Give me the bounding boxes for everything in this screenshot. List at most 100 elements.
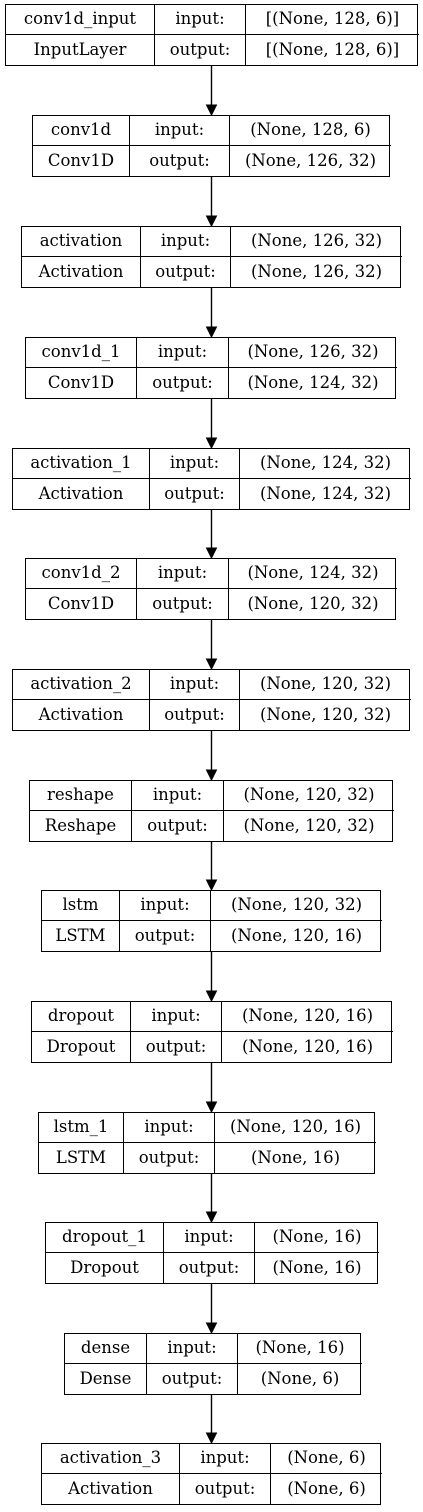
input-label: input: <box>120 891 211 921</box>
arrowhead-icon <box>205 1101 218 1114</box>
arrowhead-icon <box>205 1322 218 1335</box>
input-label: input: <box>155 5 246 35</box>
edge-arrow <box>205 1174 218 1224</box>
layer-name: dense <box>65 1334 147 1364</box>
input-label: input: <box>131 1002 222 1032</box>
layer-type: Activation <box>42 1474 180 1504</box>
input-label: input: <box>137 338 229 368</box>
output-label: output: <box>150 479 240 509</box>
layer-name: activation <box>22 227 141 257</box>
layer-name: dropout_1 <box>46 1223 164 1253</box>
arrowhead-icon <box>205 437 218 450</box>
output-shape: (None, 16) <box>272 1257 362 1277</box>
layer-name: conv1d <box>33 116 130 146</box>
output-label: output: <box>124 1143 215 1173</box>
input-shape: (None, 120, 32) <box>224 781 394 811</box>
output-shape: (None, 6) <box>287 1478 366 1498</box>
output-label: output: <box>137 368 229 398</box>
input-label: input: <box>130 116 230 146</box>
output-shape: [(None, 128, 6)] <box>265 39 400 59</box>
output-label: output: <box>132 811 224 841</box>
arrowhead-icon <box>205 990 218 1003</box>
edge-arrow <box>205 288 218 339</box>
output-shape: (None, 126, 32) <box>250 261 383 281</box>
input-label: input: <box>150 670 240 700</box>
input-label: input: <box>150 449 240 479</box>
layer-type: Conv1D <box>33 146 130 176</box>
input-label: input: <box>147 1334 238 1364</box>
input-shape: (None, 124, 32) <box>229 559 397 589</box>
output-label: output: <box>150 700 240 730</box>
input-label: input: <box>137 559 229 589</box>
layer-type: Dense <box>65 1364 147 1394</box>
layer-type: Activation <box>22 257 141 287</box>
arrowhead-icon <box>205 547 218 560</box>
output-label: output: <box>131 1032 222 1062</box>
layer-name: lstm_1 <box>39 1113 124 1143</box>
output-label: output: <box>164 1253 255 1283</box>
layer-type: Conv1D <box>26 589 137 619</box>
edge-arrow <box>205 1063 218 1114</box>
output-label: output: <box>120 921 211 951</box>
input-shape: (None, 16) <box>255 1223 379 1253</box>
layer-type: InputLayer <box>6 35 155 65</box>
arrowhead-icon <box>205 658 218 671</box>
input-shape: (None, 16) <box>238 1334 362 1364</box>
layer-name: conv1d_2 <box>26 559 137 589</box>
layer-name: activation_3 <box>42 1444 180 1474</box>
output-shape: (None, 124, 32) <box>247 372 379 392</box>
edge-arrow <box>205 399 218 450</box>
output-shape: (None, 120, 32) <box>243 815 375 835</box>
arrowhead-icon <box>205 1432 218 1445</box>
output-shape: (None, 120, 16) <box>241 1036 374 1056</box>
input-label: input: <box>132 781 224 811</box>
layer-type: LSTM <box>39 1143 124 1173</box>
output-label: output: <box>155 35 246 65</box>
output-shape: (None, 6) <box>260 1368 340 1388</box>
output-label: output: <box>130 146 230 176</box>
input-shape: (None, 124, 32) <box>240 449 411 479</box>
input-shape: (None, 120, 16) <box>215 1113 376 1143</box>
layer-name: activation_2 <box>13 670 150 700</box>
layer-name: dropout <box>32 1002 131 1032</box>
output-shape: (None, 120, 32) <box>259 704 392 724</box>
arrowhead-icon <box>205 1211 218 1224</box>
input-shape: (None, 120, 16) <box>222 1002 393 1032</box>
output-shape: (None, 120, 16) <box>230 925 363 945</box>
edge-arrow <box>205 1284 218 1335</box>
input-label: input: <box>180 1444 271 1474</box>
arrowhead-icon <box>205 879 218 892</box>
input-label: input: <box>124 1113 215 1143</box>
layer-type: LSTM <box>42 921 120 951</box>
layer-type: Reshape <box>30 811 132 841</box>
output-shape: (None, 120, 32) <box>247 593 379 613</box>
layer-type: Activation <box>13 479 150 509</box>
edge-arrow <box>205 510 218 560</box>
edge-arrow <box>205 842 218 892</box>
input-shape: [(None, 128, 6)] <box>246 5 419 35</box>
input-shape: (None, 126, 32) <box>229 338 397 368</box>
layer-name: conv1d_1 <box>26 338 137 368</box>
input-shape: (None, 120, 32) <box>240 670 411 700</box>
edge-arrow <box>205 1395 218 1445</box>
output-shape: (None, 126, 32) <box>244 150 377 170</box>
layer-type: Dropout <box>46 1253 164 1283</box>
edge-arrow <box>205 66 218 117</box>
arrowhead-icon <box>205 104 218 117</box>
output-label: output: <box>147 1364 238 1394</box>
